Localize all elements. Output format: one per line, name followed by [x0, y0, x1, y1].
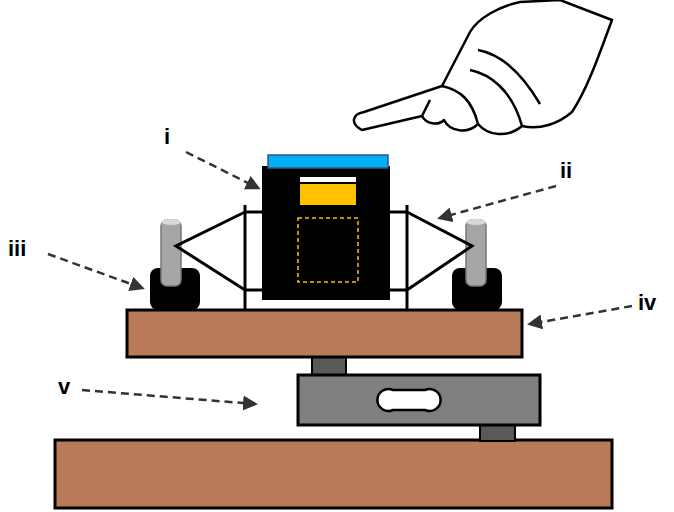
post: [150, 219, 200, 310]
callout-number: iv: [638, 292, 656, 314]
callout-number: i: [164, 126, 170, 148]
pointing-hand: [354, 0, 612, 134]
spacer: [312, 356, 346, 376]
leader-arrow: [48, 152, 632, 404]
base-plate: [55, 440, 612, 508]
callout-number: ii: [560, 160, 572, 182]
sample-holder: [262, 155, 390, 300]
callout-number: v: [58, 376, 70, 398]
callout-number: iii: [8, 238, 26, 260]
post: [452, 219, 502, 310]
spacer: [480, 424, 515, 441]
top-plate: [127, 310, 522, 357]
load-cell: [298, 375, 540, 425]
